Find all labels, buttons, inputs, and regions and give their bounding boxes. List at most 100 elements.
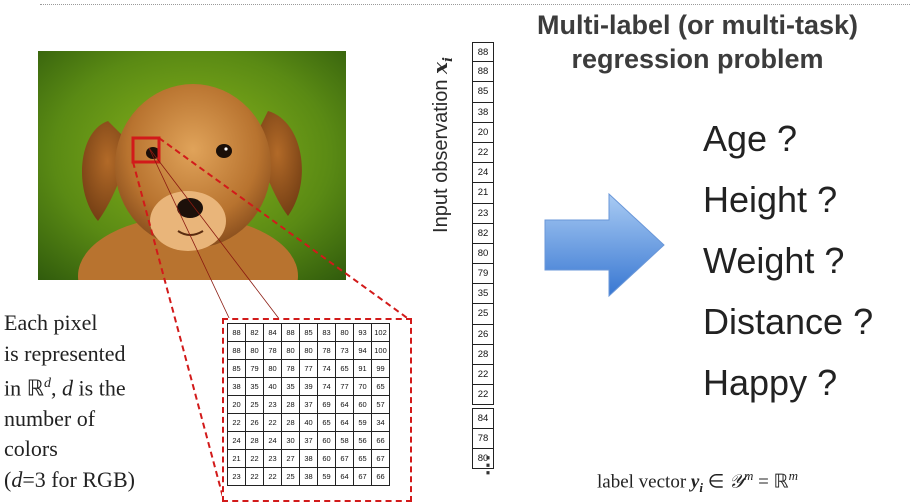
- pixel-cell: 38: [227, 377, 246, 396]
- task-item: Happy ?: [703, 362, 838, 403]
- pixel-cell: 94: [353, 341, 372, 360]
- pixel-cell: 85: [299, 323, 318, 342]
- caption-line-6-prefix: (: [4, 466, 12, 492]
- vector-cell: 38: [472, 102, 494, 123]
- pixel-cell: 24: [263, 431, 282, 450]
- caption-line-3: in ℝd, d is the: [4, 369, 179, 404]
- caption-line-5: colors: [4, 436, 58, 462]
- pixel-cell: 30: [281, 431, 300, 450]
- pixel-cell: 83: [317, 323, 336, 342]
- pixel-cell: 28: [281, 413, 300, 432]
- pixel-cell: 66: [371, 431, 390, 450]
- task-item: Height ?: [703, 179, 838, 220]
- vector-cell: 85: [472, 82, 494, 103]
- pixel-cell: 35: [281, 377, 300, 396]
- pixel-cell: 78: [263, 341, 282, 360]
- pixel-cell: 39: [299, 377, 318, 396]
- pixel-cell: 93: [353, 323, 372, 342]
- pixel-cell: 64: [335, 467, 354, 486]
- pixel-cell: 73: [335, 341, 354, 360]
- pixel-cell: 67: [371, 449, 390, 468]
- pixel-cell: 38: [299, 449, 318, 468]
- pixel-cell: 65: [317, 413, 336, 432]
- vector-cell: 88: [472, 42, 494, 63]
- pixel-cell: 82: [245, 323, 264, 342]
- vector-cell: 79: [472, 264, 494, 285]
- pixel-cell: 64: [335, 395, 354, 414]
- vector-cell: 88: [472, 62, 494, 83]
- caption-line-3-sup: d: [44, 376, 52, 391]
- pixel-cell: 74: [317, 359, 336, 378]
- caption-line-3-prefix: in ℝ: [4, 375, 45, 401]
- vector-cell: 84: [472, 408, 494, 429]
- input-vector-label-text: Input observation: [430, 73, 452, 233]
- puppy-photo: [38, 51, 346, 280]
- pixel-cell: 25: [281, 467, 300, 486]
- pixel-cell: 59: [317, 467, 336, 486]
- vector-cell: 28: [472, 344, 494, 365]
- pixel-cell: 37: [299, 431, 318, 450]
- caption-line-3-var: d: [62, 375, 74, 401]
- pixel-cell: 77: [335, 377, 354, 396]
- pixel-cell: 59: [353, 413, 372, 432]
- pixel-caption: Each pixel is represented in ℝd, d is th…: [4, 308, 179, 495]
- pixel-cell: 57: [371, 395, 390, 414]
- vector-cell: 23: [472, 203, 494, 224]
- pixel-cell: 23: [227, 467, 246, 486]
- caption-line-3-suffix: is the: [73, 375, 126, 401]
- pixel-cell: 22: [245, 449, 264, 468]
- pixel-cell: 40: [299, 413, 318, 432]
- vector-cell: 82: [472, 223, 494, 244]
- pixel-cell: 24: [227, 431, 246, 450]
- pixel-cell: 100: [371, 341, 390, 360]
- label-vector-formula: label vector yi ∈ 𝒴m = ℝm: [597, 468, 798, 496]
- vector-cell: 25: [472, 304, 494, 325]
- pixel-cell: 20: [227, 395, 246, 414]
- pixel-cell: 78: [281, 359, 300, 378]
- pixel-cell: 65: [371, 377, 390, 396]
- vector-cell: 80: [472, 448, 494, 469]
- slide-title: Multi-label (or multi-task) regression p…: [500, 8, 895, 76]
- pixel-cell: 67: [335, 449, 354, 468]
- pixel-cell: 78: [317, 341, 336, 360]
- label-vector-prefix: label vector: [597, 471, 691, 493]
- pixel-cell: 70: [353, 377, 372, 396]
- caption-line-6: (d=3 for RGB): [4, 465, 179, 496]
- caption-line-4: number of: [4, 405, 96, 431]
- pixel-cell: 66: [371, 467, 390, 486]
- pixel-cell: 67: [353, 467, 372, 486]
- pixel-cell: 80: [299, 341, 318, 360]
- pixel-cell: 35: [245, 377, 264, 396]
- caption-line-6-suffix: =3 for RGB): [22, 466, 135, 492]
- vector-cell: 22: [472, 365, 494, 386]
- vector-cell: 24: [472, 163, 494, 184]
- label-vector-eq: = ℝ: [753, 471, 789, 493]
- vector-cell: 22: [472, 385, 494, 406]
- pixel-cell: 80: [245, 341, 264, 360]
- pixel-cell: 85: [227, 359, 246, 378]
- pixel-cell: 65: [353, 449, 372, 468]
- label-vector-y-sub: i: [699, 480, 703, 496]
- top-divider: [40, 4, 910, 5]
- caption-line-3-mid: ,: [51, 375, 63, 401]
- pixel-cell: 79: [245, 359, 264, 378]
- vector-cell: 22: [472, 142, 494, 164]
- pixel-cell: 84: [263, 323, 282, 342]
- pixel-cell: 58: [335, 431, 354, 450]
- pixel-cell: 88: [227, 341, 246, 360]
- pixel-cell: 88: [227, 323, 246, 342]
- pixel-cell: 99: [371, 359, 390, 378]
- title-line-2: regression problem: [571, 44, 824, 74]
- pixel-cell: 64: [335, 413, 354, 432]
- task-item: Weight ?: [703, 240, 845, 281]
- vector-ellipsis: ⋮: [477, 452, 499, 477]
